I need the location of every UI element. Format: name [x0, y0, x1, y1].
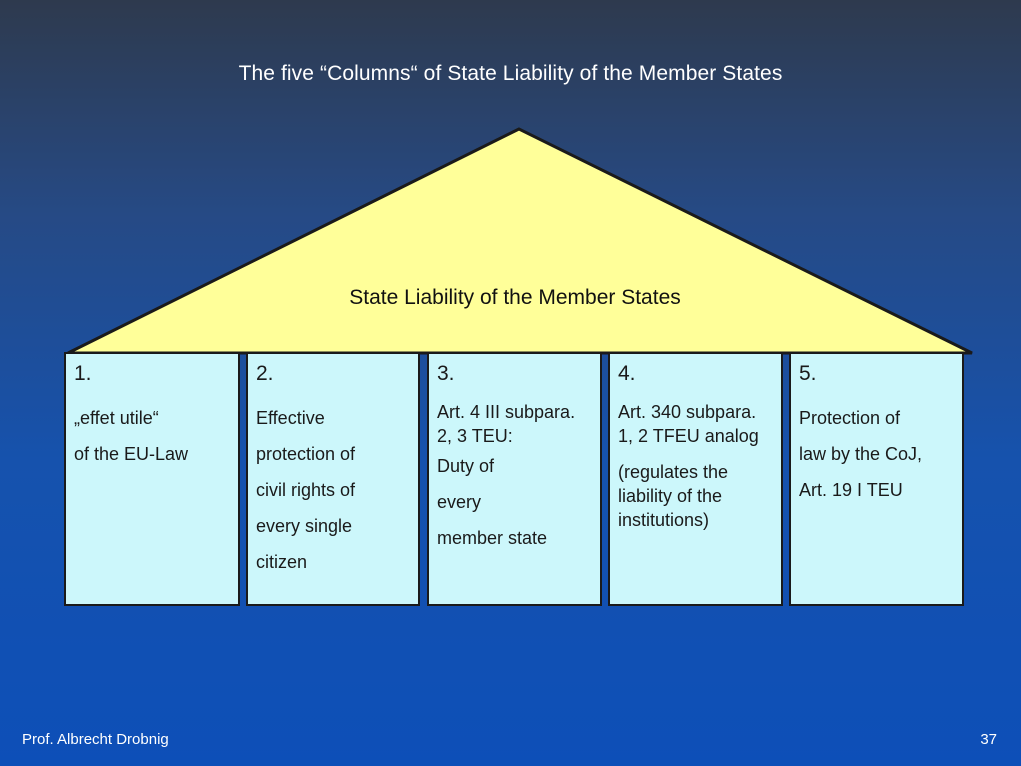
column-text: „effet utile“ of the EU-Law — [74, 400, 234, 472]
column-line: civil rights of — [256, 480, 356, 500]
column-line: Duty of — [437, 456, 495, 476]
column-text: Art. 340 subpara. 1, 2 TFEU analog (regu… — [618, 400, 777, 532]
column-line: Art. 4 III subpara. — [437, 402, 576, 422]
footer-author: Prof. Albrecht Drobnig — [22, 731, 169, 748]
column-line: „effet utile“ — [74, 408, 159, 428]
slide-title: The five “Columns“ of State Liability of… — [238, 62, 783, 85]
column-line: liability of the — [618, 486, 723, 506]
column-line: Art. 19 I TEU — [799, 480, 903, 500]
column-line: Protection of — [799, 408, 901, 428]
roof-shape — [67, 127, 973, 355]
column-line: every single — [256, 516, 353, 536]
column-3: 3. Art. 4 III subpara. 2, 3 TEU: Duty of… — [427, 352, 602, 606]
column-line: Effective — [256, 408, 325, 428]
column-number: 4. — [618, 362, 636, 385]
column-1: 1. „effet utile“ of the EU-Law — [64, 352, 240, 606]
page-number: 37 — [980, 731, 997, 748]
column-5: 5. Protection of law by the CoJ, Art. 19… — [789, 352, 964, 606]
column-line: citizen — [256, 552, 308, 572]
column-text: Effective protection of civil rights of … — [256, 400, 414, 580]
column-number: 2. — [256, 362, 274, 385]
roof-label: State Liability of the Member States — [349, 286, 681, 309]
column-4: 4. Art. 340 subpara. 1, 2 TFEU analog (r… — [608, 352, 783, 606]
column-number: 3. — [437, 362, 455, 385]
column-line: protection of — [256, 444, 356, 464]
column-line: law by the CoJ, — [799, 444, 923, 464]
column-line: Art. 340 subpara. — [618, 402, 757, 422]
column-line: (regulates the — [618, 462, 729, 482]
column-line: 1, 2 TFEU analog — [618, 426, 759, 446]
column-number: 5. — [799, 362, 817, 385]
column-line: institutions) — [618, 510, 710, 530]
column-line: member state — [437, 528, 548, 548]
column-line: 2, 3 TEU: — [437, 426, 513, 446]
column-line: of the EU-Law — [74, 444, 189, 464]
column-text: Art. 4 III subpara. 2, 3 TEU: Duty of ev… — [437, 400, 596, 556]
column-text: Protection of law by the CoJ, Art. 19 I … — [799, 400, 958, 508]
column-2: 2. Effective protection of civil rights … — [246, 352, 420, 606]
column-number: 1. — [74, 362, 92, 385]
column-line: every — [437, 492, 482, 512]
